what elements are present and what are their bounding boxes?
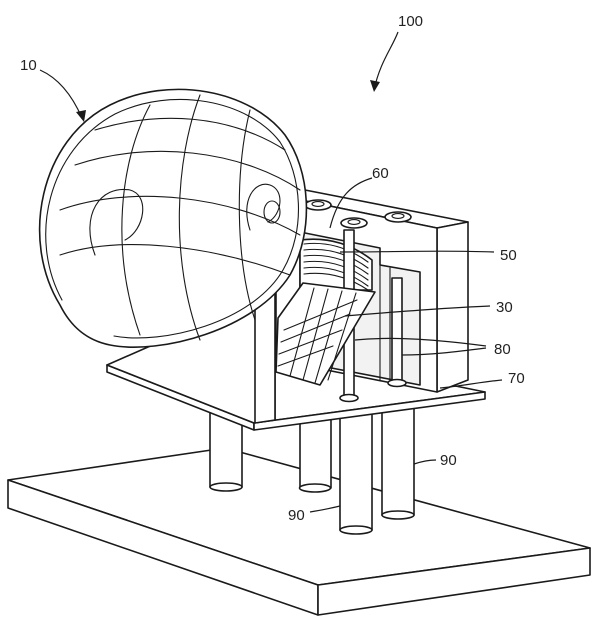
label-90-right: 90 [440, 452, 457, 469]
label-80: 80 [494, 341, 511, 358]
leader-80a [354, 337, 487, 347]
label-50: 50 [500, 247, 517, 264]
label-10: 10 [20, 57, 37, 74]
leader-100 [373, 31, 399, 91]
leader-60 [329, 177, 373, 229]
leader-30 [344, 305, 491, 317]
leader-50 [339, 250, 495, 253]
label-30: 30 [496, 299, 513, 316]
label-70: 70 [508, 370, 525, 387]
leader-70 [439, 379, 503, 389]
leader-90-front [309, 505, 341, 513]
leader-90-right [413, 459, 437, 465]
leader-10 [39, 69, 83, 119]
dome-support [106, 291, 276, 424]
support-legs [209, 399, 415, 535]
solar-panel [275, 282, 376, 386]
leg-front [339, 411, 373, 535]
leg-right [381, 399, 415, 520]
label-60: 60 [372, 165, 389, 182]
leg-back-middle [298, 414, 332, 493]
label-90-front: 90 [288, 507, 305, 524]
dome [38, 88, 308, 348]
base-block [7, 447, 591, 616]
leg-back-left [209, 404, 243, 492]
top-fasteners [304, 199, 412, 229]
callouts: 100 10 60 50 30 80 70 90 90 [20, 13, 525, 524]
leader-80b [401, 347, 487, 356]
label-100: 100 [398, 13, 423, 30]
